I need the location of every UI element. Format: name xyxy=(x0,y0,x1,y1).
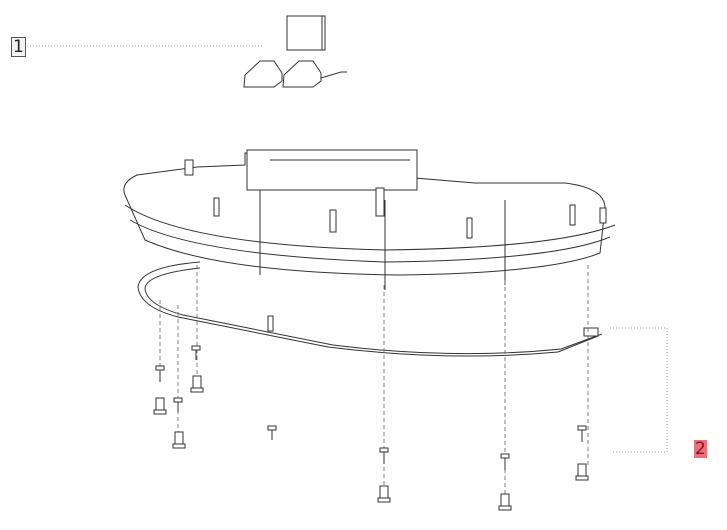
part-1-kit[interactable] xyxy=(243,15,347,88)
leader-line-2 xyxy=(610,327,668,453)
screws[interactable] xyxy=(153,345,589,511)
assembly-lines xyxy=(159,265,589,495)
part-2-seal-gasket[interactable] xyxy=(137,261,603,357)
base-housing[interactable] xyxy=(123,149,616,290)
callout-1[interactable]: 1 xyxy=(11,37,26,57)
callout-2-highlighted[interactable]: 2 xyxy=(694,439,707,459)
